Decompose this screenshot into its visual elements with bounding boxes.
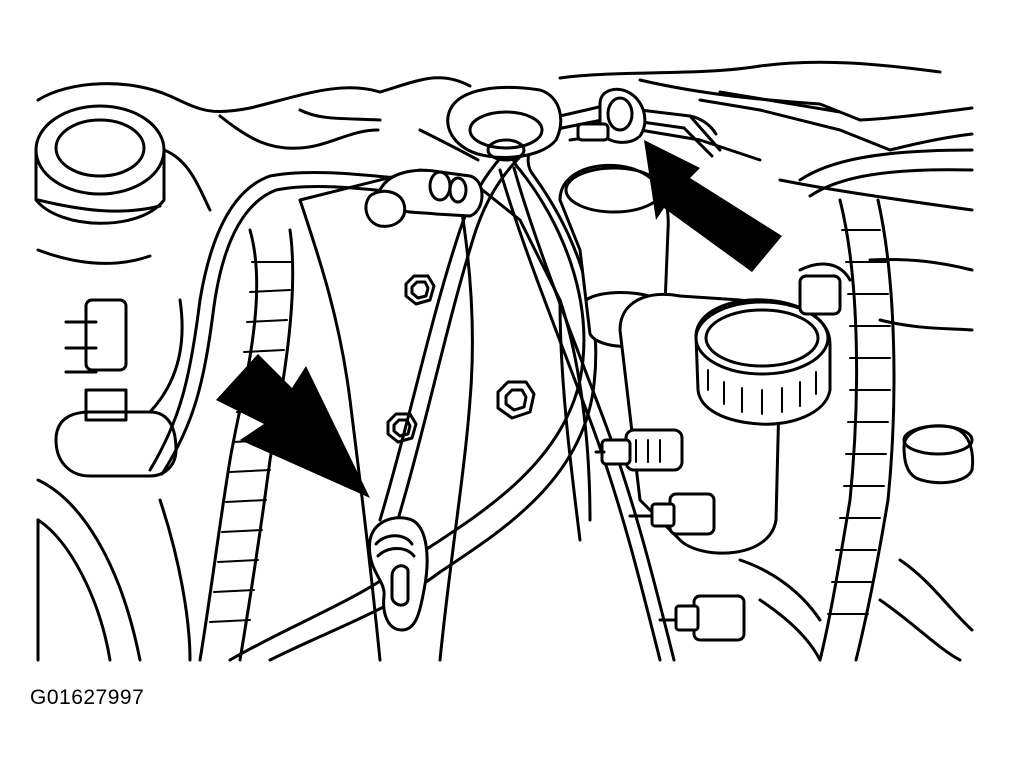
manifold-casting	[298, 168, 592, 662]
line-retaining-clip	[367, 516, 429, 632]
lower-left-hoses	[36, 478, 192, 662]
hose-coupler-top	[364, 168, 484, 228]
bolt-heads	[386, 274, 536, 444]
left-connectors	[54, 298, 184, 478]
round-valve	[34, 104, 212, 225]
line-fitting-upper	[576, 87, 647, 144]
reservoir-cap	[694, 298, 832, 426]
background-contours	[36, 60, 974, 332]
callout-arrow-right	[644, 140, 782, 272]
master-cylinder-fittings	[594, 428, 822, 662]
round-plug	[902, 424, 975, 485]
right-pipes	[798, 148, 974, 662]
corrugated-hose-right	[798, 198, 896, 662]
top-boss	[446, 85, 563, 162]
callout-arrow-left	[216, 354, 370, 498]
figure-id-label: G01627997	[30, 686, 145, 709]
